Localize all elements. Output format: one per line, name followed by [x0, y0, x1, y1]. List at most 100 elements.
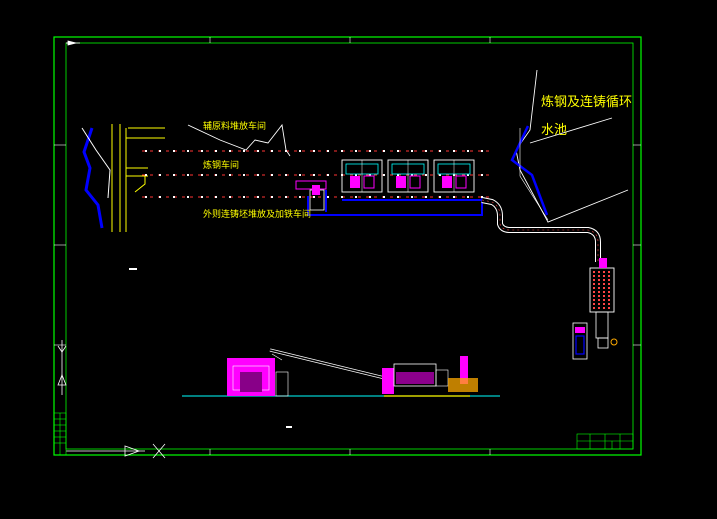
grid-mark [313, 150, 315, 152]
grid-mark [327, 196, 329, 198]
grid-mark [411, 150, 413, 152]
grid-mark [439, 196, 441, 198]
grid-mark [425, 174, 427, 176]
grid-mark [159, 196, 161, 198]
grid-mark [355, 150, 357, 152]
charging-bay-equipment [295, 180, 327, 211]
grid-mark [481, 150, 483, 152]
grid-mark [215, 150, 217, 152]
cooling-pool [510, 69, 629, 223]
grid-mark [481, 196, 483, 198]
steelmaking-hall-label: 炼钢车间 [203, 159, 239, 171]
grid-mark [341, 196, 343, 198]
converter-unit [341, 159, 383, 193]
grid-mark [271, 174, 273, 176]
grid-mark [243, 196, 245, 198]
grid-mark [271, 196, 273, 198]
grid-mark [369, 174, 371, 176]
grid-mark [467, 174, 469, 176]
top-arrow-mark [66, 40, 80, 46]
grid-mark [439, 174, 441, 176]
side-equipment [572, 322, 588, 360]
grid-mark [453, 196, 455, 198]
conveyor-pipeline [481, 197, 601, 262]
grid-mark [215, 196, 217, 198]
grid-mark [201, 174, 203, 176]
grid-mark [299, 196, 301, 198]
ccm-storage-label: 外则连铸坯堆放及加铁车间 [203, 208, 311, 220]
grid-mark [383, 196, 385, 198]
left-yellow-roads [111, 124, 165, 232]
grid-mark [369, 150, 371, 152]
grid-mark [425, 196, 427, 198]
grid-mark [397, 150, 399, 152]
grid-mark [145, 196, 147, 198]
grid-mark [173, 150, 175, 152]
grid-mark [397, 174, 399, 176]
upper-boundary-line [187, 123, 291, 157]
grid-mark [397, 196, 399, 198]
aux-material-storage-label: 辅原料堆放车间 [203, 120, 266, 132]
grid-mark [271, 150, 273, 152]
grid-mark [313, 196, 315, 198]
small-marks [129, 268, 292, 428]
converter-unit [387, 159, 429, 193]
grid-mark [159, 150, 161, 152]
grid-mark [173, 196, 175, 198]
grid-mark [145, 174, 147, 176]
grid-mark [425, 150, 427, 152]
grid-mark [327, 150, 329, 152]
grid-mark [201, 196, 203, 198]
grid-mark [467, 150, 469, 152]
left-side-marks [57, 340, 67, 395]
converter-unit [433, 159, 475, 193]
grid-mark [257, 196, 259, 198]
grid-mark [243, 150, 245, 152]
grid-mark [411, 174, 413, 176]
grid-mark [341, 150, 343, 152]
grid-mark [229, 196, 231, 198]
grid-mark [299, 150, 301, 152]
left-water-boundary [82, 127, 104, 229]
grid-mark [327, 174, 329, 176]
grid-mark [187, 174, 189, 176]
grid-mark [355, 174, 357, 176]
grid-mark [369, 196, 371, 198]
grid-mark [285, 150, 287, 152]
bottom-arrow-mark [66, 443, 166, 459]
grid-mark [383, 174, 385, 176]
frame-grid-block [53, 412, 67, 456]
title-block [576, 433, 634, 450]
drawing-frame [53, 36, 642, 456]
water-pipes [307, 190, 483, 216]
grid-mark [439, 150, 441, 152]
grid-mark [383, 150, 385, 152]
building-grid-rows [142, 150, 490, 198]
cooling-pool-label-line1: 炼钢及连铸循环 [541, 94, 632, 110]
grid-mark [243, 174, 245, 176]
grid-mark [481, 174, 483, 176]
grid-mark [187, 150, 189, 152]
grid-mark [187, 196, 189, 198]
grid-mark [229, 150, 231, 152]
grid-mark [285, 196, 287, 198]
grid-mark [173, 174, 175, 176]
grid-mark [355, 196, 357, 198]
grid-mark [201, 150, 203, 152]
converter-equipment [341, 159, 475, 193]
grid-mark [257, 174, 259, 176]
grid-mark [285, 174, 287, 176]
processing-tower [589, 258, 618, 349]
grid-mark [467, 196, 469, 198]
building-grid-marks [145, 150, 483, 198]
cooling-pool-label-line2: 水池 [541, 123, 567, 138]
grid-mark [299, 174, 301, 176]
frame-ticks [54, 37, 641, 455]
grid-mark [453, 150, 455, 152]
grid-mark [313, 174, 315, 176]
grid-mark [145, 150, 147, 152]
grid-mark [411, 196, 413, 198]
left-road [81, 127, 111, 199]
grid-mark [215, 174, 217, 176]
elevation-section [182, 348, 500, 397]
